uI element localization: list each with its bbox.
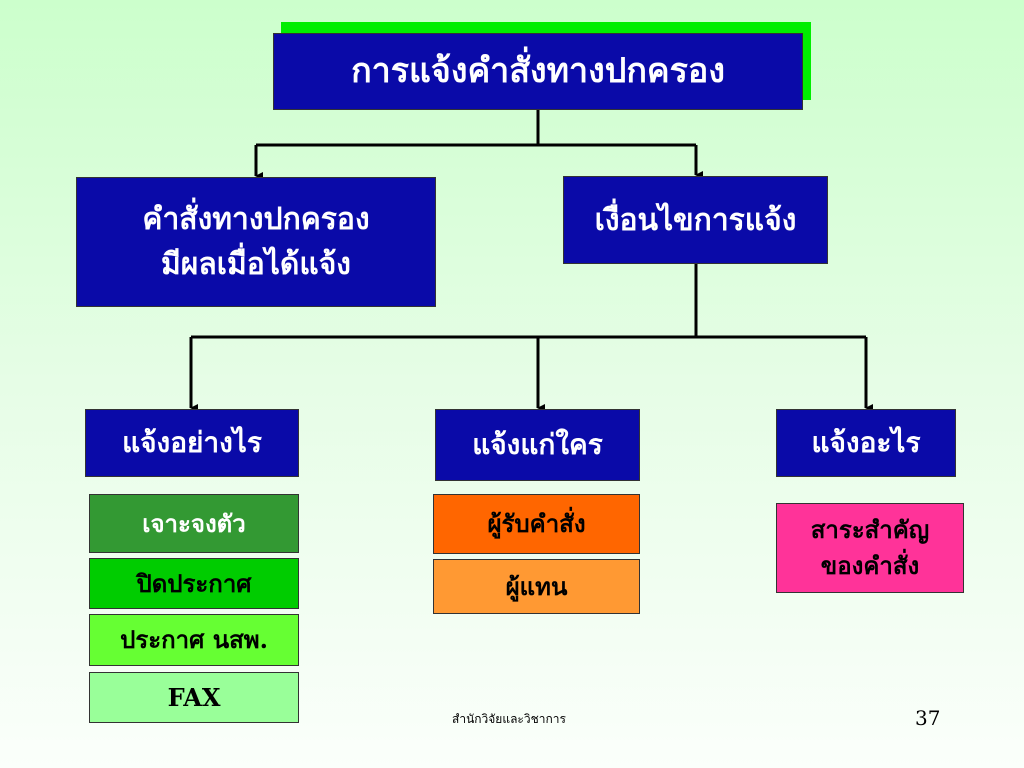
condition-box: เงื่อนไขการแจ้ง — [563, 176, 828, 264]
what-box: แจ้งอะไร — [776, 409, 956, 477]
effect-line-1: คำสั่งทางปกครอง — [142, 202, 370, 237]
how-item-fax: FAX — [89, 672, 299, 723]
condition-text: เงื่อนไขการแจ้ง — [594, 202, 797, 238]
how-item-text: เจาะจงตัว — [142, 508, 246, 538]
what-text: แจ้งอะไร — [811, 426, 921, 459]
how-item-text: FAX — [167, 682, 221, 712]
title-text: การแจ้งคำสั่งทางปกครอง — [351, 51, 725, 91]
whom-item-recipient: ผู้รับคำสั่ง — [433, 494, 640, 554]
page-number: 37 — [915, 706, 941, 730]
effect-line-2: มีผลเมื่อได้แจ้ง — [161, 247, 351, 282]
how-text: แจ้งอย่างไร — [122, 426, 262, 459]
what-item-line-2: ของคำสั่ง — [820, 551, 920, 580]
whom-item-representative: ผู้แทน — [433, 559, 640, 614]
what-item-essence: สาระสำคัญ ของคำสั่ง — [776, 503, 964, 593]
effect-box: คำสั่งทางปกครอง มีผลเมื่อได้แจ้ง — [76, 177, 436, 307]
how-item-text: ปิดประกาศ — [136, 568, 252, 598]
whom-box: แจ้งแก่ใคร — [435, 409, 640, 481]
how-box: แจ้งอย่างไร — [85, 409, 299, 477]
how-item-personal: เจาะจงตัว — [89, 494, 299, 553]
whom-item-text: ผู้รับคำสั่ง — [487, 509, 586, 538]
footer-text: สำนักวิจัยและวิชาการ — [452, 712, 566, 726]
title-box: การแจ้งคำสั่งทางปกครอง — [273, 33, 803, 110]
whom-item-text: ผู้แทน — [505, 571, 568, 601]
how-item-text: ประกาศ นสพ. — [120, 625, 268, 654]
whom-text: แจ้งแก่ใคร — [472, 428, 603, 461]
what-item-line-1: สาระสำคัญ — [810, 515, 930, 544]
how-item-posting: ปิดประกาศ — [89, 558, 299, 609]
how-item-newspaper: ประกาศ นสพ. — [89, 614, 299, 666]
